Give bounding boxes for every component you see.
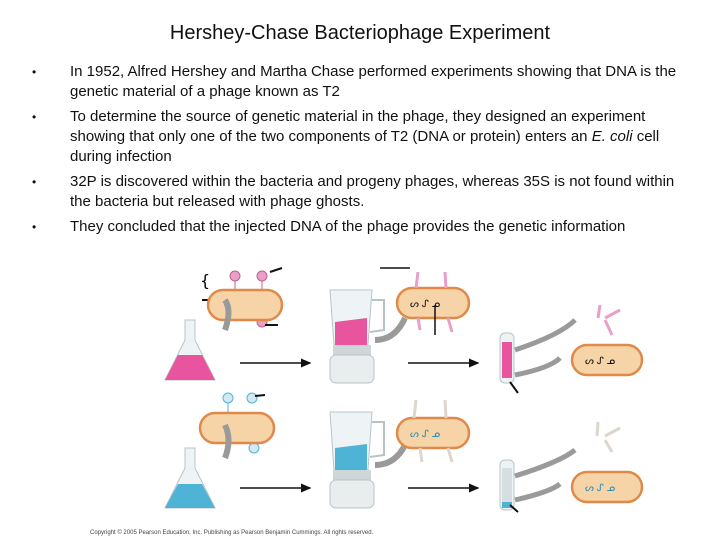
svg-text:ᔕ ᔑ ᓄ: ᔕ ᔑ ᓄ	[410, 429, 441, 440]
svg-text:ᔕ ᔑ ᓄ: ᔕ ᔑ ᓄ	[585, 356, 616, 367]
bullet-icon: •	[32, 110, 37, 124]
copyright-notice: Copyright © 2005 Pearson Education, Inc.…	[90, 530, 374, 536]
bullet-icon: •	[32, 220, 37, 234]
bullet-item: •They concluded that the injected DNA of…	[32, 218, 626, 235]
bullet-item: •In 1952, Alfred Hershey and Martha Chas…	[32, 63, 677, 100]
bullet-icon: •	[32, 175, 37, 189]
experiment-figure: { ᔕ ᔑ ᓄ ᔕ ᔑ ᓄ	[164, 267, 644, 513]
bullet-icon: •	[32, 65, 37, 79]
bullet-item: •32P is discovered within the bacteria a…	[32, 173, 675, 210]
svg-text:ᔕ ᔑ ᓄ: ᔕ ᔑ ᓄ	[585, 483, 616, 494]
svg-text:{: {	[200, 271, 210, 290]
bullet-item: •To determine the source of genetic mate…	[32, 108, 660, 165]
row-dna-labeled: ᔕ ᔑ ᓄ ᔕ ᔑ ᓄ	[164, 392, 644, 513]
slide-title: Hershey-Chase Bacteriophage Experiment	[169, 22, 551, 44]
bullet-list: •In 1952, Alfred Hershey and Martha Chas…	[28, 62, 678, 242]
svg-text:ᔕ ᔑ ᓄ: ᔕ ᔑ ᓄ	[410, 299, 441, 310]
row-protein-labeled: { ᔕ ᔑ ᓄ ᔕ ᔑ ᓄ	[164, 267, 644, 394]
